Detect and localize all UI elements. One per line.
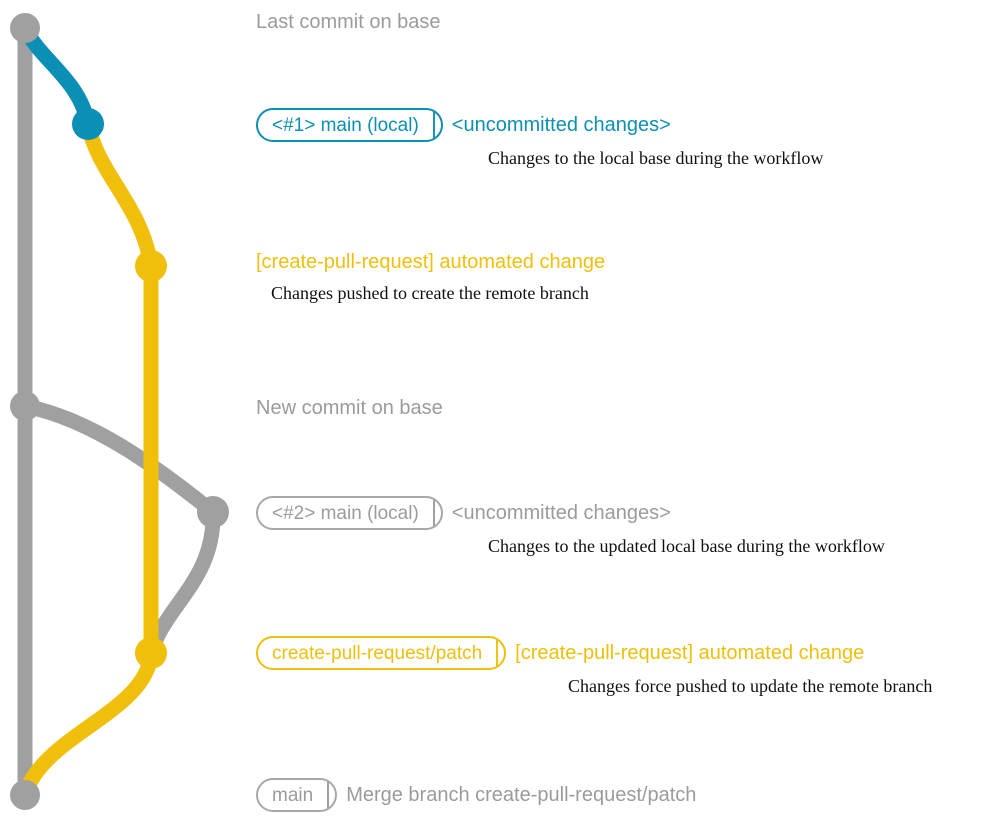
commit-dot-local-2	[197, 496, 229, 528]
commit-dot-patch-2	[135, 637, 167, 669]
commit-subject: [create-pull-request] automated change	[256, 251, 606, 273]
local2-to-patch2-line	[143, 504, 221, 661]
commit-dot-base-new	[10, 391, 40, 421]
commit-dots	[10, 13, 229, 810]
commit-headline: <#2> main (local) <uncommitted changes>	[256, 496, 885, 530]
commit-subject: <uncommitted changes>	[451, 114, 671, 136]
ref-badge-main-local-2[interactable]: <#2> main (local)	[256, 496, 443, 530]
commit-dot-patch-1	[135, 250, 167, 282]
commit-subject: Last commit on base	[256, 11, 441, 33]
ref-badge-label: <#2> main (local)	[272, 502, 419, 524]
commit-headline: <#1> main (local) <uncommitted changes>	[256, 108, 823, 142]
commit-headline: New commit on base	[256, 398, 443, 418]
commit-entry-new-commit-on-base: New commit on base	[256, 398, 443, 418]
ref-badge-label: create-pull-request/patch	[272, 642, 483, 664]
commit-entry-local-1: <#1> main (local) <uncommitted changes> …	[256, 108, 823, 169]
commit-note: Changes to the local base during the wor…	[488, 148, 824, 168]
ref-badge-create-pull-request-patch[interactable]: create-pull-request/patch	[256, 636, 507, 670]
commit-headline: main Merge branch create-pull-request/pa…	[256, 778, 696, 812]
commit-entry-last-commit-on-base: Last commit on base	[256, 12, 441, 32]
patch2-to-merge-line	[17, 645, 159, 803]
ref-badge-main[interactable]: main	[256, 778, 338, 812]
commit-note: Changes force pushed to update the remot…	[568, 676, 933, 696]
commit-entry-merge: main Merge branch create-pull-request/pa…	[256, 778, 696, 812]
commit-note: Changes pushed to create the remote bran…	[271, 283, 589, 303]
commit-subject: <uncommitted changes>	[451, 502, 671, 524]
base-to-local1-line	[17, 20, 96, 132]
commit-note: Changes to the updated local base during…	[488, 536, 885, 556]
commit-entry-patch-1: [create-pull-request] automated change C…	[256, 252, 605, 304]
commit-subject: New commit on base	[256, 397, 443, 419]
ref-badge-main-local-1[interactable]: <#1> main (local)	[256, 108, 443, 142]
commit-headline: create-pull-request/patch [create-pull-r…	[256, 636, 932, 670]
commit-entry-local-2: <#2> main (local) <uncommitted changes> …	[256, 496, 885, 557]
ref-badge-label: main	[272, 784, 314, 806]
commit-dot-base-merge	[10, 780, 40, 810]
commit-entry-patch-2: create-pull-request/patch [create-pull-r…	[256, 636, 932, 697]
local1-to-patch1-line	[80, 116, 159, 274]
base-to-local2-line	[17, 398, 221, 520]
commit-dot-local-1	[72, 108, 104, 140]
commit-subject: [create-pull-request] automated change	[515, 642, 865, 664]
commit-headline: [create-pull-request] automated change	[256, 252, 605, 272]
ref-badge-label: <#1> main (local)	[272, 114, 419, 136]
commit-subject: Merge branch create-pull-request/patch	[346, 784, 697, 806]
commit-headline: Last commit on base	[256, 12, 441, 32]
commit-dot-base-last	[10, 13, 40, 43]
